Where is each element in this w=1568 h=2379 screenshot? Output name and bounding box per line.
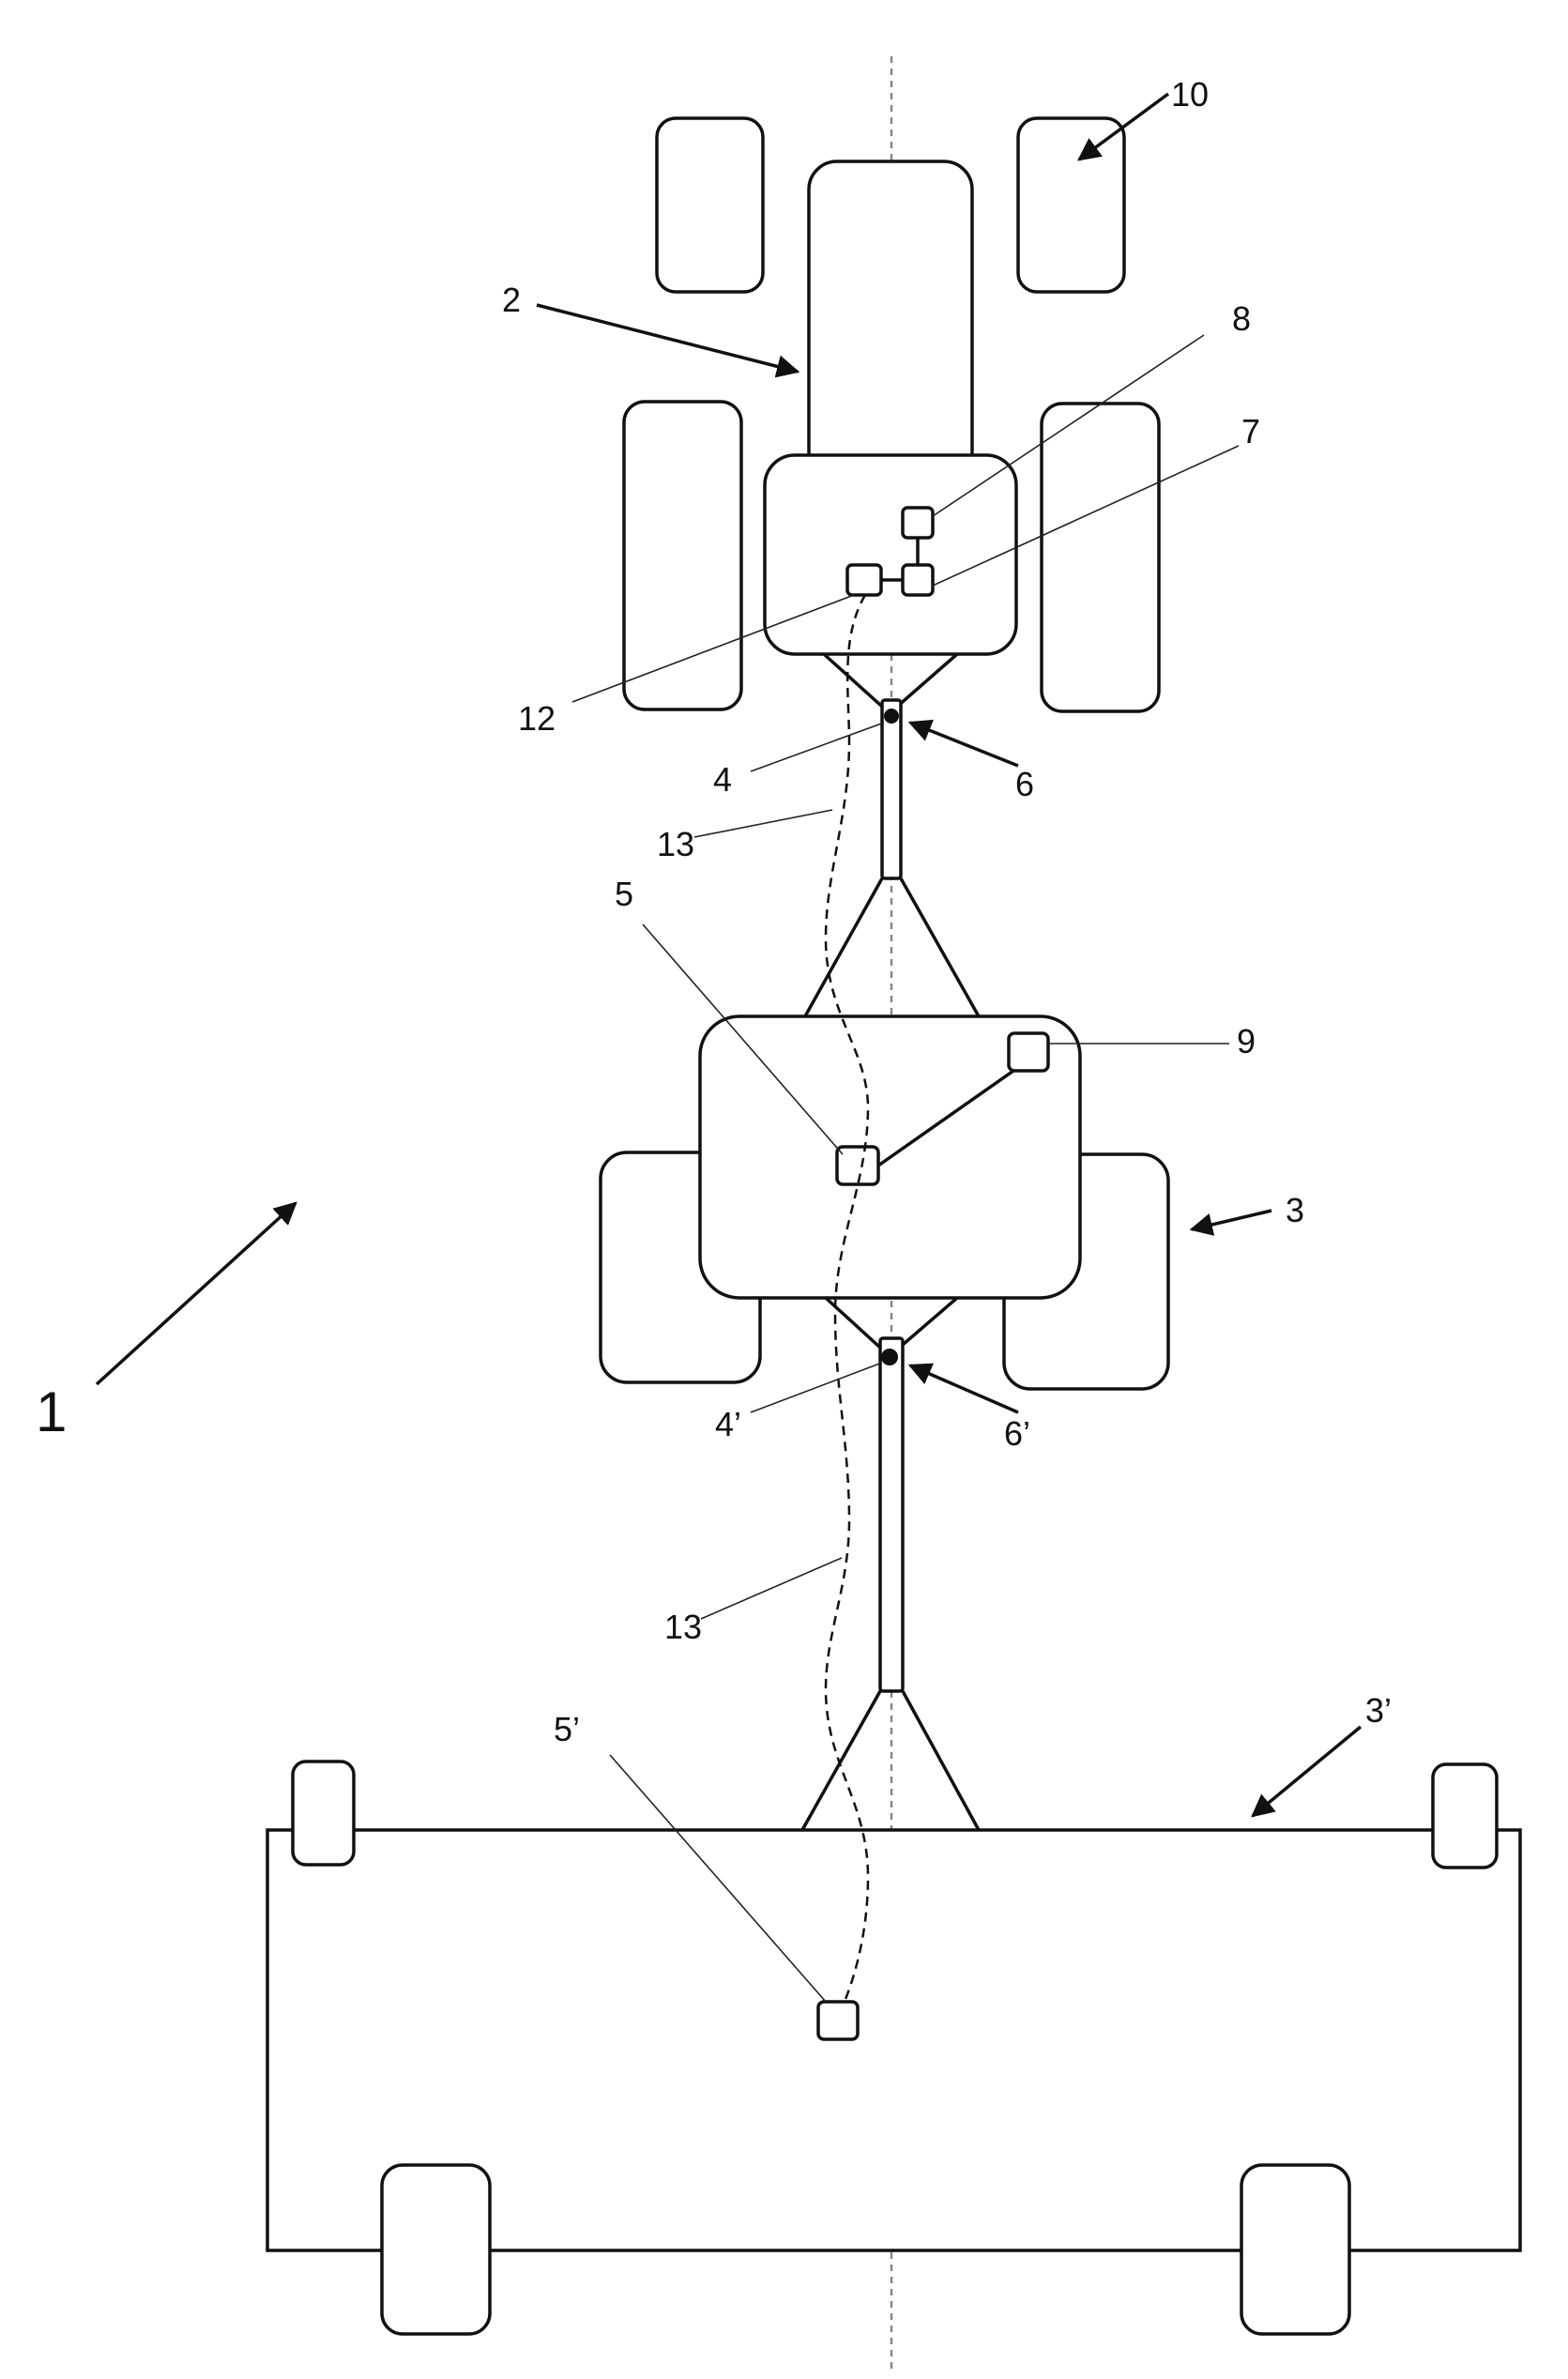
label-2: 2 — [502, 281, 521, 319]
tractor-front-wheel-left — [657, 118, 763, 292]
label-7: 7 — [1241, 412, 1260, 450]
label-6: 6 — [1015, 765, 1034, 803]
trailer-wheel-rear-right — [1241, 2165, 1349, 2334]
arrow-3-prime — [1253, 1727, 1361, 1816]
leader-13a — [694, 810, 832, 837]
hitch-point-4-prime — [881, 1349, 898, 1365]
drawbar-2-bar — [880, 1338, 903, 1691]
hitch-point-4 — [884, 709, 899, 724]
label-8: 8 — [1232, 299, 1251, 338]
component-8-box — [903, 508, 933, 538]
trailer-wheel-rear-left — [382, 2165, 490, 2334]
label-4-prime: 4’ — [715, 1405, 741, 1443]
label-4: 4 — [713, 760, 732, 799]
label-1: 1 — [36, 1380, 67, 1443]
leader-13b — [701, 1558, 842, 1619]
trailer-wheel-front-right — [1433, 1764, 1497, 1868]
label-5-prime: 5’ — [554, 1710, 580, 1748]
tractor — [624, 118, 1159, 713]
label-3: 3 — [1286, 1191, 1304, 1229]
component-5-prime-box — [818, 2002, 858, 2039]
leader-4 — [751, 723, 884, 771]
label-12: 12 — [518, 699, 556, 738]
component-9-box — [1009, 1033, 1048, 1071]
trailer-3-prime — [267, 1761, 1520, 2334]
component-7-box — [903, 565, 933, 595]
component-12-box — [847, 565, 881, 595]
component-5-box — [837, 1147, 878, 1184]
label-13b: 13 — [664, 1608, 702, 1646]
label-13a: 13 — [657, 825, 694, 863]
tractor-hood — [809, 161, 972, 480]
arrow-3 — [1192, 1211, 1271, 1229]
leader-4-prime — [751, 1363, 882, 1412]
label-6-prime: 6’ — [1004, 1414, 1030, 1453]
arrow-2 — [537, 305, 798, 372]
label-10: 10 — [1171, 75, 1209, 114]
drawbar-1-bar — [882, 700, 901, 878]
trailer-wheel-front-left — [293, 1761, 354, 1865]
tractor-rear-wheel-right — [1042, 404, 1159, 711]
drawbar-2-triangle — [802, 1691, 979, 1830]
tractor-rear-wheel-left — [624, 402, 741, 709]
label-5: 5 — [615, 875, 633, 913]
label-3-prime: 3’ — [1365, 1691, 1392, 1730]
arrow-6 — [910, 723, 1018, 766]
implement-3 — [601, 1016, 1168, 1389]
arrow-6-prime — [910, 1365, 1018, 1412]
label-9: 9 — [1237, 1022, 1256, 1060]
arrow-1 — [97, 1203, 296, 1384]
drawbar-1 — [805, 700, 979, 1016]
tractor-front-wheel-right — [1018, 118, 1124, 292]
